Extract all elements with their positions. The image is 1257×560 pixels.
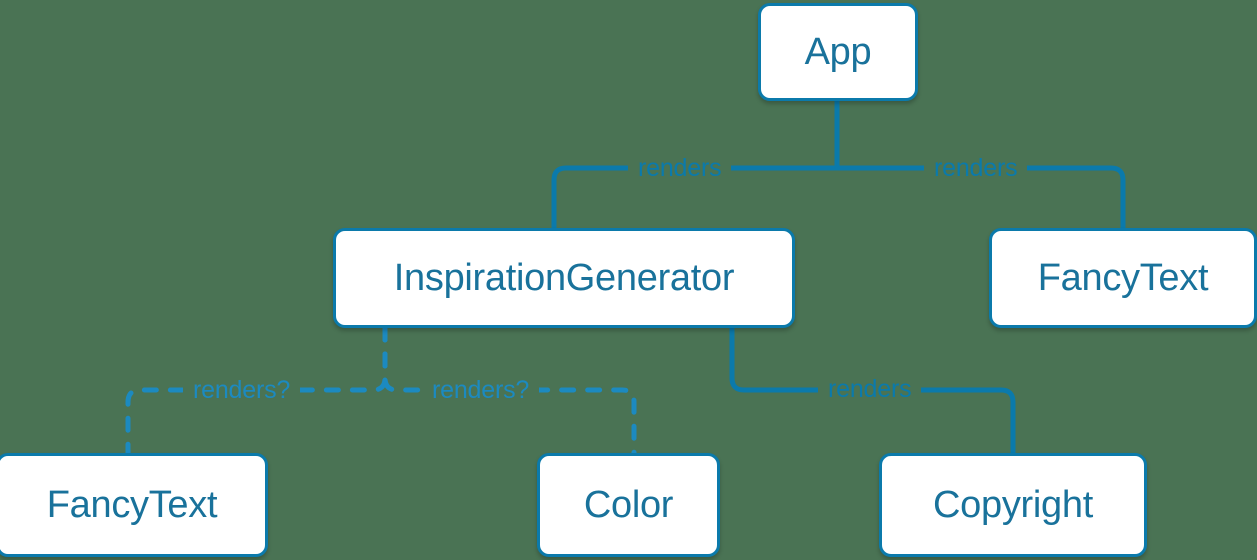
edge-label-app-fancytext-top: renders (924, 156, 1028, 181)
node-inspiration-generator-label: InspirationGenerator (393, 257, 735, 299)
node-fancytext-bottom[interactable]: FancyText (0, 453, 268, 557)
edge-app-inspgen (551, 165, 840, 231)
node-fancytext-bottom-label: FancyText (46, 484, 218, 526)
edge-app-fancytext-top (834, 165, 1126, 231)
node-copyright-label: Copyright (933, 484, 1093, 526)
edge-label-inspiration-generator-fancytext-bottom: renders? (183, 378, 301, 403)
node-inspiration-generator[interactable]: InspirationGenerator (333, 228, 795, 328)
edge-label-inspiration-generator-copyright: renders (818, 377, 922, 402)
edge-label-app-inspiration-generator: renders (628, 156, 732, 181)
node-app-label: App (804, 31, 872, 73)
node-app[interactable]: App (758, 3, 918, 101)
edge-label-inspiration-generator-color: renders? (422, 378, 540, 403)
node-fancytext-top[interactable]: FancyText (989, 228, 1257, 328)
node-copyright[interactable]: Copyright (879, 453, 1147, 557)
node-color-label: Color (583, 484, 674, 526)
node-fancytext-top-label: FancyText (1037, 257, 1209, 299)
node-color[interactable]: Color (537, 453, 720, 557)
